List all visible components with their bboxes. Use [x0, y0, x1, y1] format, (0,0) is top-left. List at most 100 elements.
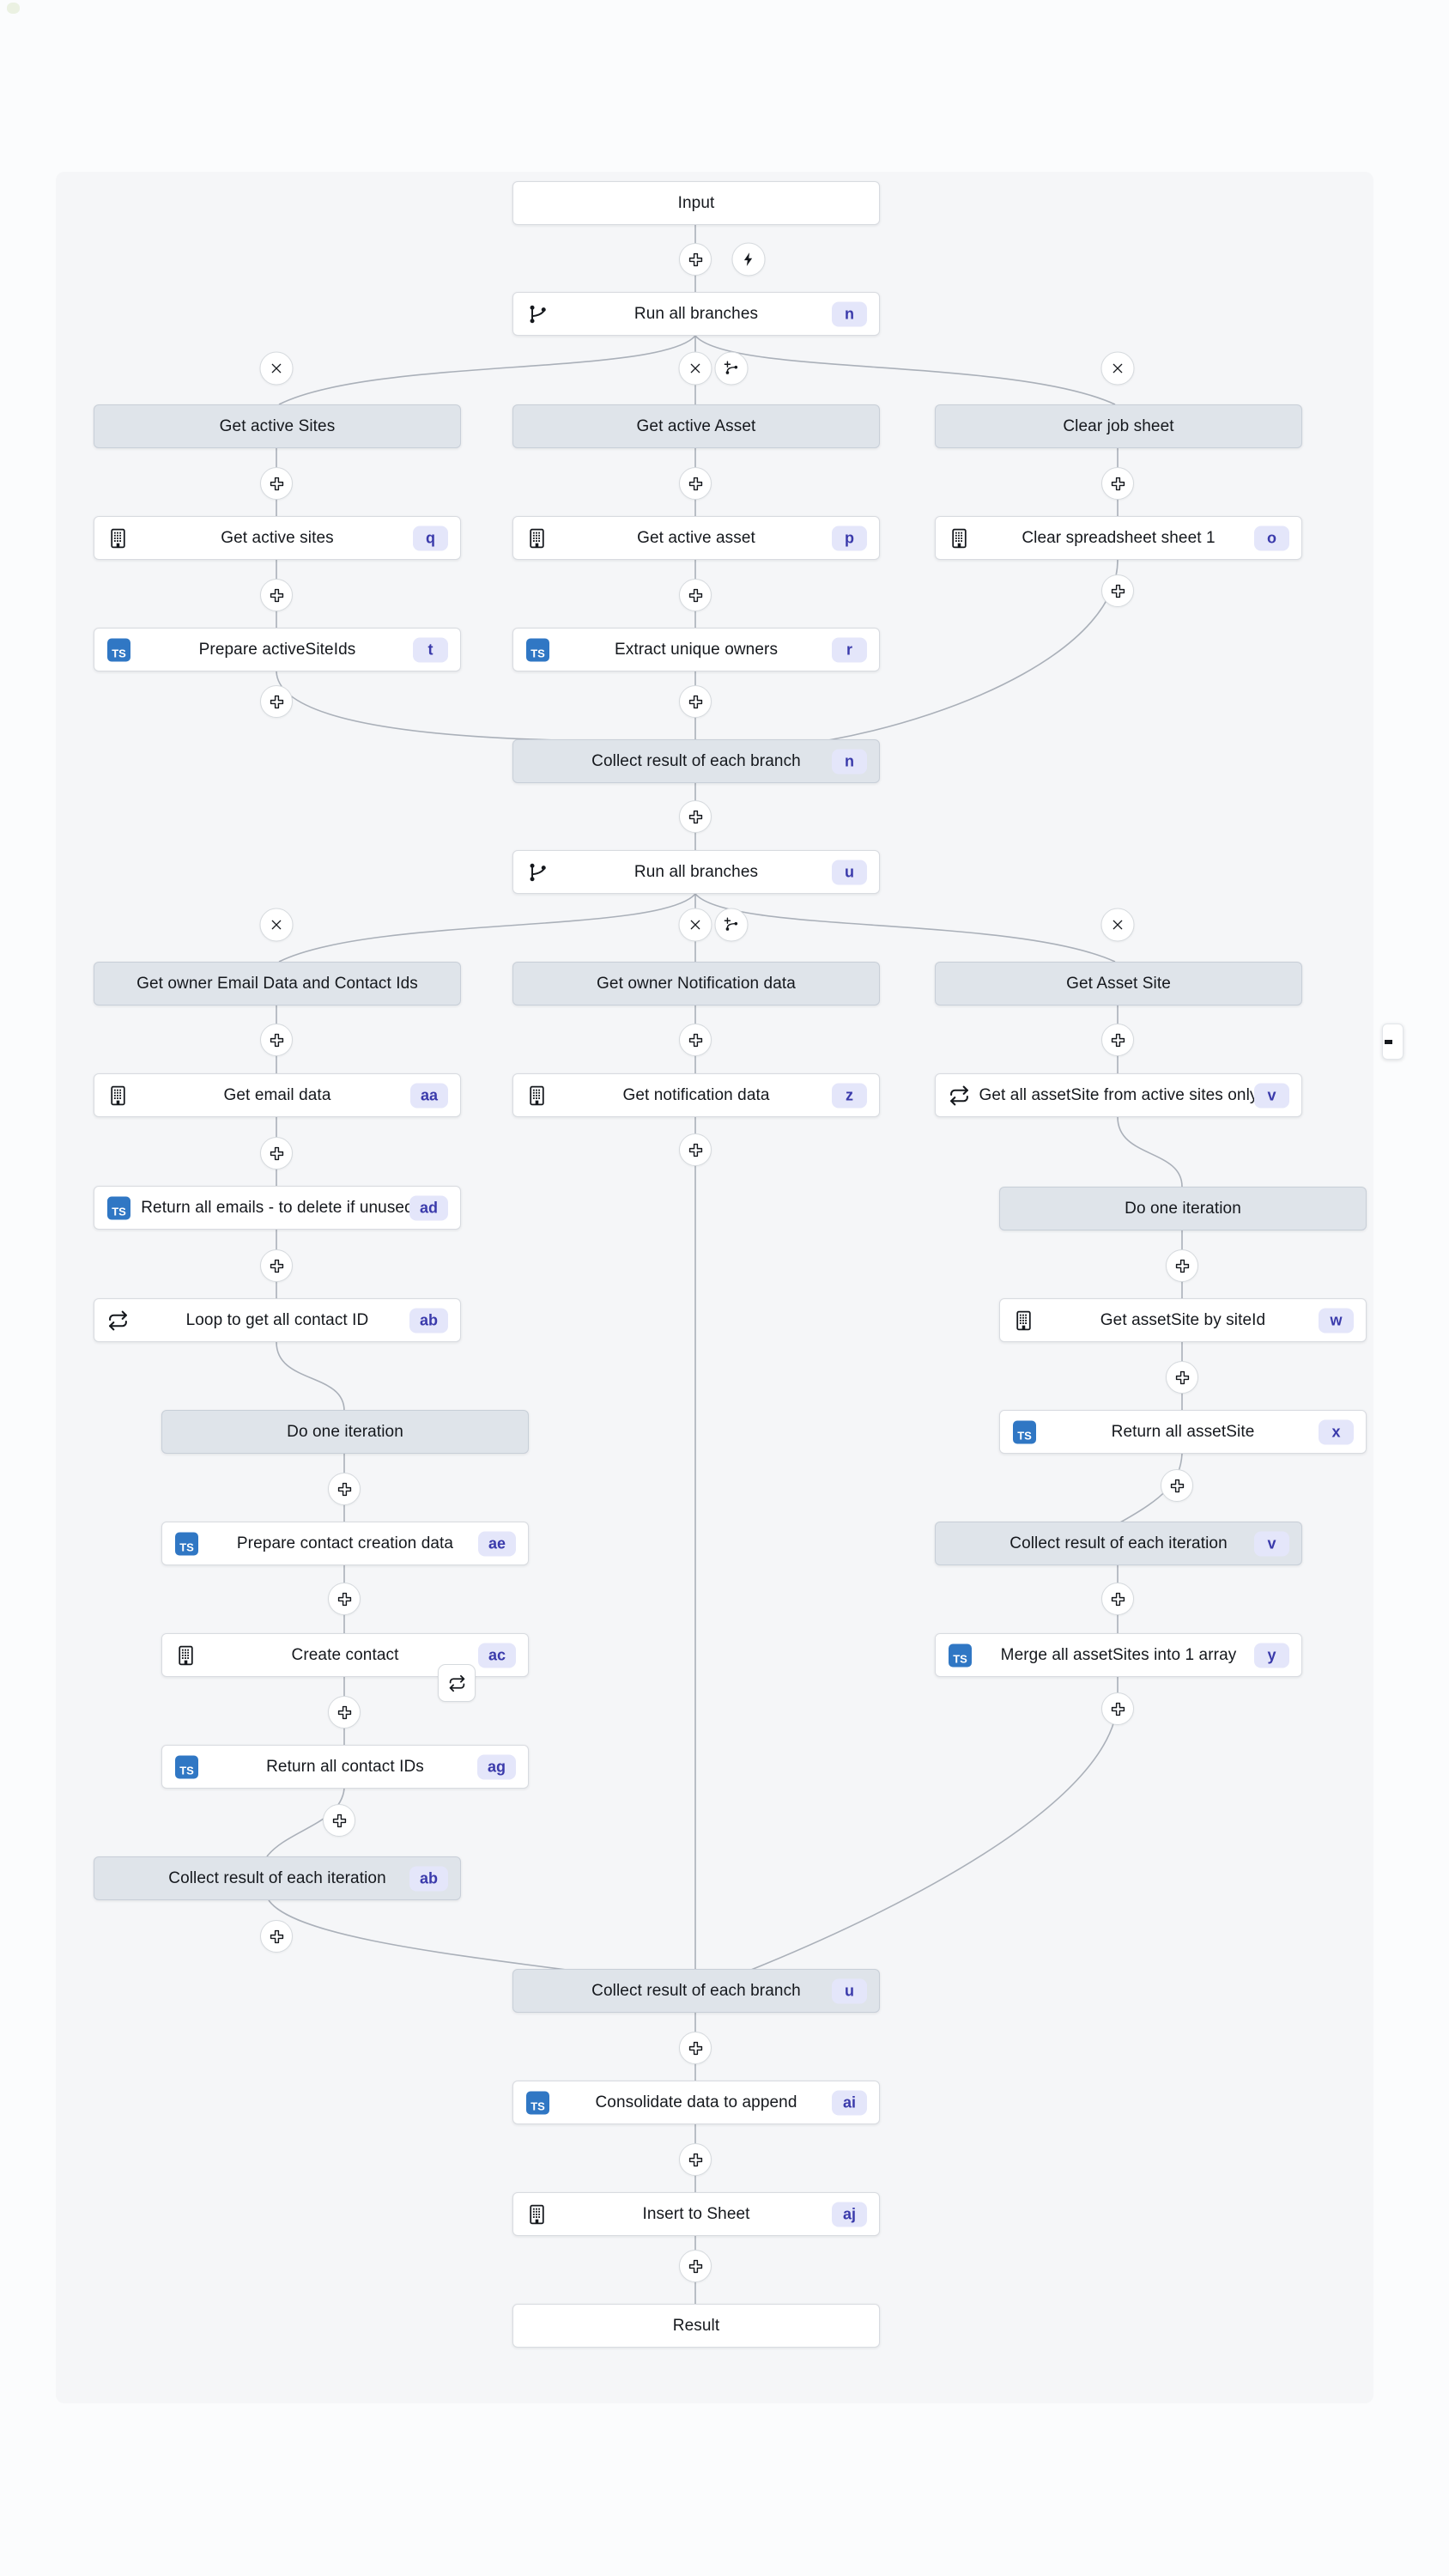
- typescript-icon: TS: [526, 638, 549, 661]
- plus-icon: [1110, 1701, 1126, 1717]
- add-step-button[interactable]: [679, 1024, 712, 1056]
- add-step-button[interactable]: [1166, 1361, 1198, 1394]
- plus-icon: [688, 1032, 704, 1048]
- zoom-out-button[interactable]: [1382, 1024, 1404, 1060]
- git-branch-icon: [526, 303, 549, 325]
- node-result[interactable]: Result: [512, 2304, 880, 2348]
- add-step-button[interactable]: [260, 1024, 293, 1056]
- step-id-badge: r: [832, 637, 867, 662]
- add-step-button[interactable]: [679, 2250, 712, 2282]
- flow-canvas[interactable]: [56, 172, 1373, 2403]
- step-id-badge: x: [1319, 1419, 1354, 1444]
- flow-trigger-button[interactable]: [731, 242, 766, 276]
- step-id-badge: ad: [409, 1195, 448, 1220]
- node-do-one-iteration-right[interactable]: Do one iteration: [999, 1187, 1367, 1230]
- add-branch-button[interactable]: [714, 908, 749, 942]
- node-label: Get owner Notification data: [597, 974, 796, 993]
- add-step-button[interactable]: [679, 2032, 712, 2064]
- add-step-button[interactable]: [260, 579, 293, 611]
- add-step-button[interactable]: [1161, 1469, 1193, 1502]
- delete-branch-button[interactable]: [259, 351, 294, 386]
- node-hdr-get-asset-site[interactable]: Get Asset Site: [935, 962, 1302, 1005]
- node-label: Get email data: [223, 1085, 331, 1104]
- delete-branch-button[interactable]: [259, 908, 294, 942]
- node-label: Merge all assetSites into 1 array: [1000, 1645, 1237, 1664]
- plus-icon: [269, 1032, 285, 1048]
- node-label: Do one iteration: [1125, 1199, 1241, 1218]
- plus-icon: [688, 476, 704, 492]
- add-step-button[interactable]: [679, 800, 712, 833]
- delete-branch-button[interactable]: [1100, 351, 1135, 386]
- add-step-button[interactable]: [1101, 574, 1134, 607]
- node-label: Do one iteration: [287, 1422, 403, 1441]
- add-step-button[interactable]: [328, 1696, 361, 1728]
- add-step-button[interactable]: [328, 1473, 361, 1505]
- plus-icon: [1110, 476, 1126, 492]
- add-step-button[interactable]: [1101, 1692, 1134, 1725]
- node-hdr-owner-email[interactable]: Get owner Email Data and Contact Ids: [94, 962, 461, 1005]
- add-step-button[interactable]: [260, 685, 293, 718]
- plus-icon: [269, 476, 285, 492]
- delete-branch-button[interactable]: [678, 908, 712, 942]
- node-do-one-iteration-left[interactable]: Do one iteration: [161, 1410, 529, 1454]
- delete-branch-button[interactable]: [1100, 908, 1135, 942]
- add-step-button[interactable]: [679, 2143, 712, 2176]
- node-hdr-clear-job-sheet[interactable]: Clear job sheet: [935, 404, 1302, 448]
- add-step-button[interactable]: [328, 1583, 361, 1615]
- node-get-all-assetsite[interactable]: Get all assetSite from active sites only…: [935, 1073, 1302, 1117]
- plus-icon: [336, 1704, 353, 1721]
- node-label: Create contact: [291, 1645, 399, 1664]
- add-step-button[interactable]: [260, 467, 293, 500]
- add-step-button[interactable]: [1166, 1249, 1198, 1282]
- node-label: Return all assetSite: [1111, 1422, 1255, 1441]
- add-step-button[interactable]: [260, 1137, 293, 1170]
- node-label: Return all contact IDs: [266, 1757, 424, 1776]
- step-id-badge: o: [1254, 526, 1289, 550]
- node-input[interactable]: Input: [512, 181, 880, 225]
- lightning-icon: [741, 252, 757, 268]
- delete-branch-button[interactable]: [678, 351, 712, 386]
- add-step-button[interactable]: [1101, 1583, 1134, 1615]
- node-label: Get active sites: [221, 528, 334, 547]
- company-icon: [175, 1644, 197, 1666]
- add-step-button[interactable]: [679, 1133, 712, 1166]
- company-icon: [949, 527, 970, 549]
- add-step-button[interactable]: [679, 243, 712, 276]
- add-step-button[interactable]: [679, 685, 712, 718]
- add-step-button[interactable]: [679, 579, 712, 611]
- loop-indicator-badge[interactable]: [438, 1664, 476, 1702]
- add-step-button[interactable]: [679, 467, 712, 500]
- node-hdr-get-active-asset[interactable]: Get active Asset: [512, 404, 880, 448]
- node-hdr-get-active-sites[interactable]: Get active Sites: [94, 404, 461, 448]
- add-step-button[interactable]: [260, 1249, 293, 1282]
- add-branch-button[interactable]: [714, 351, 749, 386]
- add-step-button[interactable]: [1101, 467, 1134, 500]
- step-id-badge: t: [413, 637, 448, 662]
- add-step-button[interactable]: [1101, 1024, 1134, 1056]
- node-hdr-owner-notification[interactable]: Get owner Notification data: [512, 962, 880, 1005]
- add-step-button[interactable]: [260, 1920, 293, 1953]
- add-step-button[interactable]: [323, 1804, 355, 1837]
